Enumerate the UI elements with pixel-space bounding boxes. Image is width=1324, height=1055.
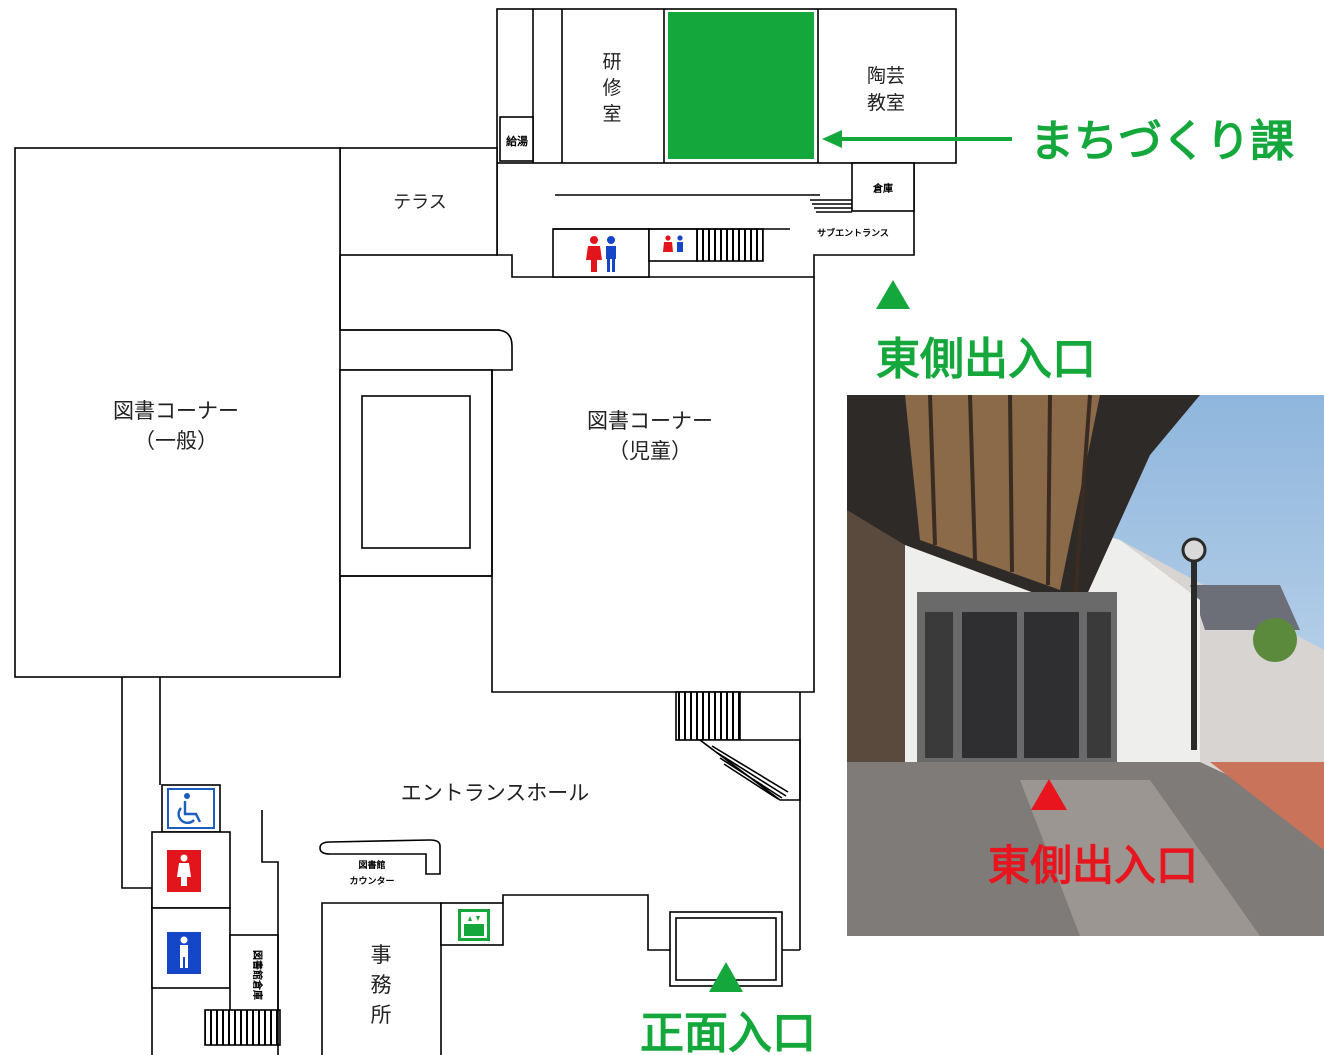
womens-restroom-icon bbox=[167, 850, 201, 892]
front-entrance-label: 正面入口 bbox=[640, 1008, 816, 1055]
machizukuri-room[interactable] bbox=[668, 12, 814, 159]
east-entrance-label: 東側出入口 bbox=[876, 334, 1096, 385]
front-entrance-marker: 正面入口 bbox=[640, 962, 816, 1055]
machizukuri-callout: まちづくり課 bbox=[822, 116, 1294, 167]
room-kenshu-2: 修 bbox=[602, 77, 621, 99]
wheelchair-icon bbox=[167, 788, 215, 829]
room-tougei-2: 教室 bbox=[867, 92, 905, 114]
storage-vertical-label: 図書館倉庫 bbox=[251, 950, 264, 1000]
library-general-2: （一般） bbox=[134, 429, 218, 453]
office-label-1: 事 bbox=[371, 943, 392, 967]
library-children-2: （児童） bbox=[608, 439, 692, 463]
room-souko: 倉庫 bbox=[872, 182, 893, 195]
sub-entrance-label: サブエントランス bbox=[817, 227, 889, 239]
east-entrance-marker: 東側出入口 bbox=[876, 280, 1096, 385]
room-tougei-1: 陶芸 bbox=[867, 65, 905, 87]
office-label-3: 所 bbox=[371, 1003, 392, 1027]
upper-corridor bbox=[496, 162, 915, 278]
top-wing bbox=[496, 8, 957, 164]
library-children bbox=[339, 255, 815, 693]
library-general bbox=[14, 147, 341, 678]
library-general-1: 図書コーナー bbox=[113, 399, 239, 423]
entrance-hall-label: エントランスホール bbox=[401, 781, 590, 805]
room-terrace: テラス bbox=[393, 192, 447, 213]
counter-label-2: カウンター bbox=[349, 875, 394, 887]
elevator-icon bbox=[458, 909, 490, 941]
mens-restroom-icon bbox=[167, 932, 201, 974]
east-entrance-photo: 東側出入口 bbox=[847, 394, 1324, 936]
machizukuri-label: まちづくり課 bbox=[1030, 116, 1294, 167]
room-kyuto: 給湯 bbox=[506, 134, 528, 148]
counter-label-1: 図書館 bbox=[358, 859, 385, 871]
entrance-stairs bbox=[675, 691, 801, 950]
office-label-2: 務 bbox=[371, 973, 392, 997]
room-kenshu-3: 室 bbox=[602, 103, 621, 125]
library-children-1: 図書コーナー bbox=[587, 409, 713, 433]
restroom-icon bbox=[586, 235, 683, 272]
photo-caption: 東側出入口 bbox=[988, 841, 1198, 890]
room-kenshu-1: 研 bbox=[602, 51, 621, 73]
room-labels: 研 修 室 陶芸 教室 給湯 倉庫 サブエントランス テラス 図書コーナー （一… bbox=[113, 51, 905, 1027]
